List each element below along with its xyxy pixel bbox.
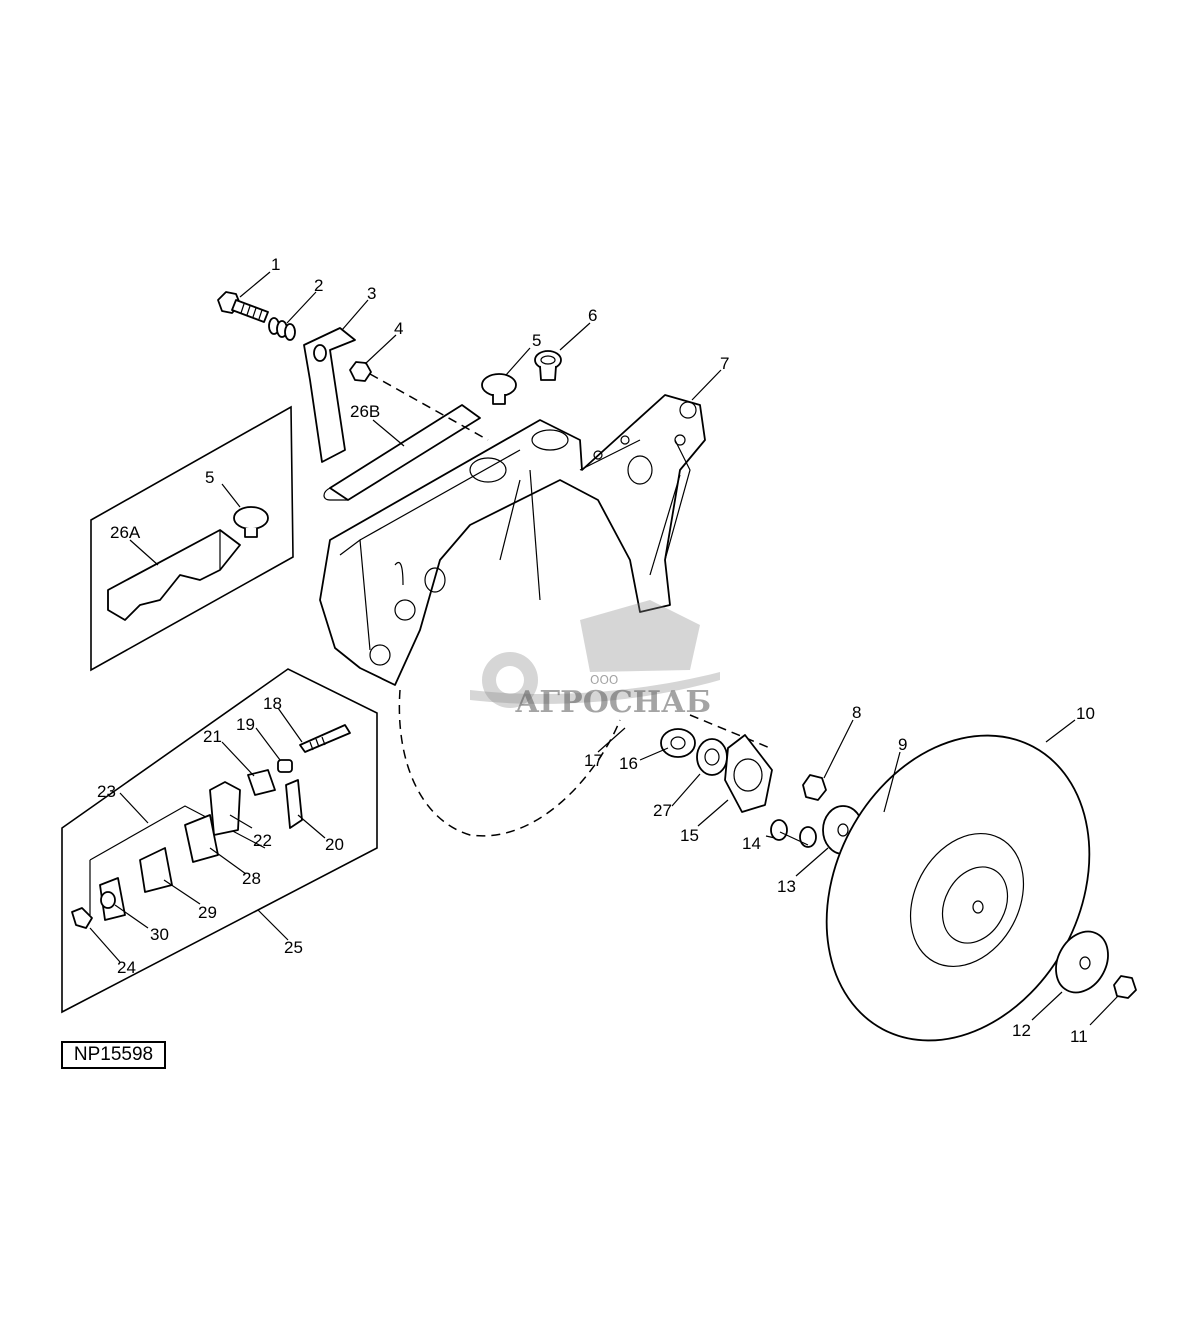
inset-frame-tool-kit bbox=[61, 668, 378, 1014]
part-8-nut bbox=[802, 774, 827, 801]
callout-13: 13 bbox=[777, 877, 796, 896]
part-4-nut bbox=[349, 361, 372, 382]
part-1-bolt bbox=[217, 291, 269, 323]
callout-16: 16 bbox=[619, 754, 638, 773]
callout-22: 22 bbox=[253, 831, 272, 850]
part-21-clip bbox=[247, 769, 276, 796]
callout-5-upper: 5 bbox=[532, 331, 541, 350]
part-30-knob-face bbox=[100, 891, 116, 909]
part-5-plug-upper bbox=[481, 373, 517, 405]
callout-17: 17 bbox=[584, 751, 603, 770]
callout-19: 19 bbox=[236, 715, 255, 734]
part-26b-strip bbox=[323, 404, 481, 501]
part-2-spring bbox=[268, 317, 296, 341]
callout-25: 25 bbox=[284, 938, 303, 957]
callout-14: 14 bbox=[742, 834, 761, 853]
inset-frame-26a bbox=[90, 405, 294, 672]
callout-7: 7 bbox=[720, 354, 729, 373]
callout-29: 29 bbox=[198, 903, 217, 922]
part-15-flange bbox=[724, 734, 773, 813]
part-14-spacers bbox=[770, 819, 817, 848]
callout-23: 23 bbox=[97, 782, 116, 801]
part-16-bearing bbox=[660, 728, 696, 758]
callout-3: 3 bbox=[367, 284, 376, 303]
callout-30: 30 bbox=[150, 925, 169, 944]
part-29-bracket bbox=[139, 847, 173, 893]
part-17-hidden-outline bbox=[398, 689, 621, 837]
assembly-line-nut bbox=[369, 373, 489, 441]
callout-21: 21 bbox=[203, 727, 222, 746]
watermark-prefix: ООО bbox=[590, 673, 618, 687]
part-10-disc-blade bbox=[825, 734, 1091, 1042]
callout-4: 4 bbox=[394, 319, 403, 338]
callout-9: 9 bbox=[898, 735, 907, 754]
part-28-bracket bbox=[184, 814, 219, 863]
part-27-washer bbox=[696, 738, 728, 776]
part-3-scraper-arm bbox=[303, 327, 356, 463]
part-6-grommet bbox=[534, 350, 562, 381]
callout-20: 20 bbox=[325, 835, 344, 854]
part-18-pin bbox=[299, 724, 351, 753]
part-26a-cover bbox=[107, 529, 241, 621]
callout-26a: 26A bbox=[110, 523, 141, 542]
callout-8: 8 bbox=[852, 703, 861, 722]
watermark-brand: АГРОСНАБ bbox=[515, 685, 711, 720]
part-12-washer bbox=[1055, 930, 1109, 994]
callout-27: 27 bbox=[653, 801, 672, 820]
figure-reference-label: NP15598 bbox=[61, 1041, 166, 1069]
callout-11: 11 bbox=[1070, 1027, 1088, 1046]
callout-28: 28 bbox=[242, 869, 261, 888]
inset-frame-23 bbox=[89, 805, 266, 861]
part-20-latch bbox=[285, 779, 303, 829]
callout-26b: 26B bbox=[350, 402, 380, 421]
part-11-nut bbox=[1113, 975, 1137, 999]
callout-12: 12 bbox=[1012, 1021, 1031, 1040]
part-7-frame-bracket bbox=[319, 394, 706, 686]
part-19-sleeve bbox=[277, 759, 293, 773]
callout-labels: 1 2 3 4 5 5 6 7 8 9 10 11 12 13 14 15 16… bbox=[97, 255, 1095, 1046]
callout-6: 6 bbox=[588, 306, 597, 325]
part-5-plug-lower bbox=[233, 506, 269, 538]
part-24-wingnut bbox=[71, 907, 93, 929]
callout-5-lower: 5 bbox=[205, 468, 214, 487]
part-22-plate bbox=[209, 781, 241, 836]
callout-10: 10 bbox=[1076, 704, 1095, 723]
callout-24: 24 bbox=[117, 958, 136, 977]
callout-2: 2 bbox=[314, 276, 323, 295]
callout-1: 1 bbox=[271, 255, 280, 274]
callout-15: 15 bbox=[680, 826, 699, 845]
callout-18: 18 bbox=[263, 694, 282, 713]
watermark-logo: ООО АГРОСНАБ bbox=[470, 600, 720, 720]
leader-lines bbox=[89, 271, 1119, 1026]
